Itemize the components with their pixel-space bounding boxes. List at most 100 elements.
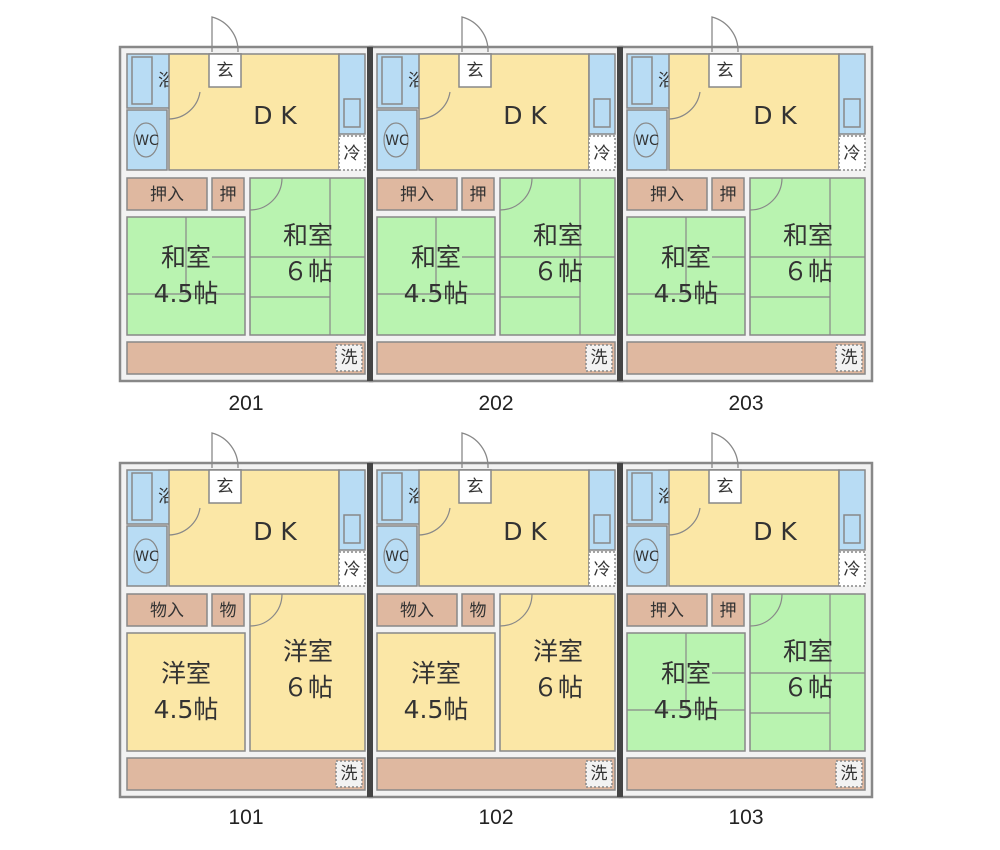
fridge-label: 冷 xyxy=(594,560,611,580)
room-small-name: 和室 xyxy=(161,243,211,272)
closet-small xyxy=(461,593,495,627)
toilet-icon xyxy=(133,122,159,158)
dk-label: D K xyxy=(753,101,797,130)
closet-large xyxy=(126,593,208,627)
closet-small-label: 押 xyxy=(470,185,487,205)
dk-label: D K xyxy=(503,517,547,546)
wc-label: WC xyxy=(385,133,409,149)
room-small-size: 4.5帖 xyxy=(654,279,719,308)
room-small-name: 洋室 xyxy=(411,659,461,688)
fridge-label: 冷 xyxy=(344,560,361,580)
door-swing-icon xyxy=(749,593,783,627)
washer-label: 洗 xyxy=(341,764,358,784)
room-small-name: 洋室 xyxy=(161,659,211,688)
sink-icon xyxy=(593,98,611,128)
room-small xyxy=(126,632,246,752)
dining-kitchen xyxy=(168,469,340,587)
bathtub-icon xyxy=(381,56,403,105)
room-large-size: ６帖 xyxy=(533,673,583,702)
door-swing-icon xyxy=(249,177,283,211)
washer-label: 洗 xyxy=(841,764,858,784)
dining-kitchen xyxy=(668,469,840,587)
door-swing-icon xyxy=(418,91,451,120)
room-small-name: 和室 xyxy=(411,243,461,272)
door-swing-icon xyxy=(461,432,489,469)
door-swing-icon xyxy=(668,507,701,536)
room-large-name: 和室 xyxy=(783,637,833,666)
closet-large xyxy=(126,177,208,211)
entrance-label: 玄 xyxy=(467,477,484,497)
entrance-tile xyxy=(708,469,742,504)
entrance-label: 玄 xyxy=(217,61,234,81)
closet-large-label: 物入 xyxy=(400,601,434,621)
door-swing-icon xyxy=(249,593,283,627)
room-large-name: 洋室 xyxy=(533,637,583,666)
wc-label: WC xyxy=(385,549,409,565)
bathtub-icon xyxy=(631,472,653,521)
party-wall xyxy=(367,463,373,797)
room-large-name: 洋室 xyxy=(283,637,333,666)
room-large-size: ６帖 xyxy=(783,257,833,286)
entrance-tile xyxy=(208,469,242,504)
dk-label: D K xyxy=(253,517,297,546)
party-wall xyxy=(617,47,623,381)
unit-number-102: 102 xyxy=(478,806,514,829)
closet-small-label: 押 xyxy=(720,185,737,205)
room-large-name: 和室 xyxy=(533,221,583,250)
washer-space xyxy=(835,344,863,372)
room-small xyxy=(626,216,746,336)
washer-label: 洗 xyxy=(841,348,858,368)
room-small xyxy=(376,632,496,752)
unit-number-203: 203 xyxy=(728,392,764,415)
room-large-size: ６帖 xyxy=(283,257,333,286)
sink-icon xyxy=(843,514,861,544)
dk-label: D K xyxy=(253,101,297,130)
unit-number-101: 101 xyxy=(228,806,264,829)
toilet-icon xyxy=(383,538,409,574)
room-small-size: 4.5帖 xyxy=(404,695,469,724)
wc-label: WC xyxy=(135,549,159,565)
closet-large xyxy=(626,177,708,211)
entrance-tile xyxy=(458,469,492,504)
entrance-label: 玄 xyxy=(717,477,734,497)
dining-kitchen xyxy=(168,53,340,171)
dk-label: D K xyxy=(503,101,547,130)
door-swing-icon xyxy=(499,177,533,211)
door-swing-icon xyxy=(418,507,451,536)
fridge-space xyxy=(588,551,616,587)
dining-kitchen xyxy=(418,53,590,171)
balcony xyxy=(376,757,616,791)
entrance-label: 玄 xyxy=(217,477,234,497)
wc-label: WC xyxy=(635,549,659,565)
unit-number-103: 103 xyxy=(728,806,764,829)
room-small-name: 和室 xyxy=(661,659,711,688)
closet-large-label: 物入 xyxy=(150,601,184,621)
fridge-space xyxy=(838,551,866,587)
room-large-size: ６帖 xyxy=(533,257,583,286)
entrance-tile xyxy=(458,53,492,88)
closet-large-label: 押入 xyxy=(650,601,684,621)
fridge-label: 冷 xyxy=(844,560,861,580)
closet-small-label: 物 xyxy=(220,601,237,621)
closet-small xyxy=(211,177,245,211)
wc-label: WC xyxy=(135,133,159,149)
closet-small-label: 押 xyxy=(220,185,237,205)
balcony xyxy=(126,341,366,375)
sink-icon xyxy=(593,514,611,544)
closet-large-label: 押入 xyxy=(150,185,184,205)
balcony xyxy=(626,757,866,791)
room-large-name: 和室 xyxy=(783,221,833,250)
dk-label: D K xyxy=(753,517,797,546)
closet-small xyxy=(711,177,745,211)
door-swing-icon xyxy=(499,593,533,627)
door-swing-icon xyxy=(711,16,739,53)
closet-small xyxy=(211,593,245,627)
door-swing-icon xyxy=(749,177,783,211)
balcony xyxy=(126,757,366,791)
fridge-space xyxy=(338,551,366,587)
closet-large xyxy=(376,593,458,627)
sink-icon xyxy=(843,98,861,128)
